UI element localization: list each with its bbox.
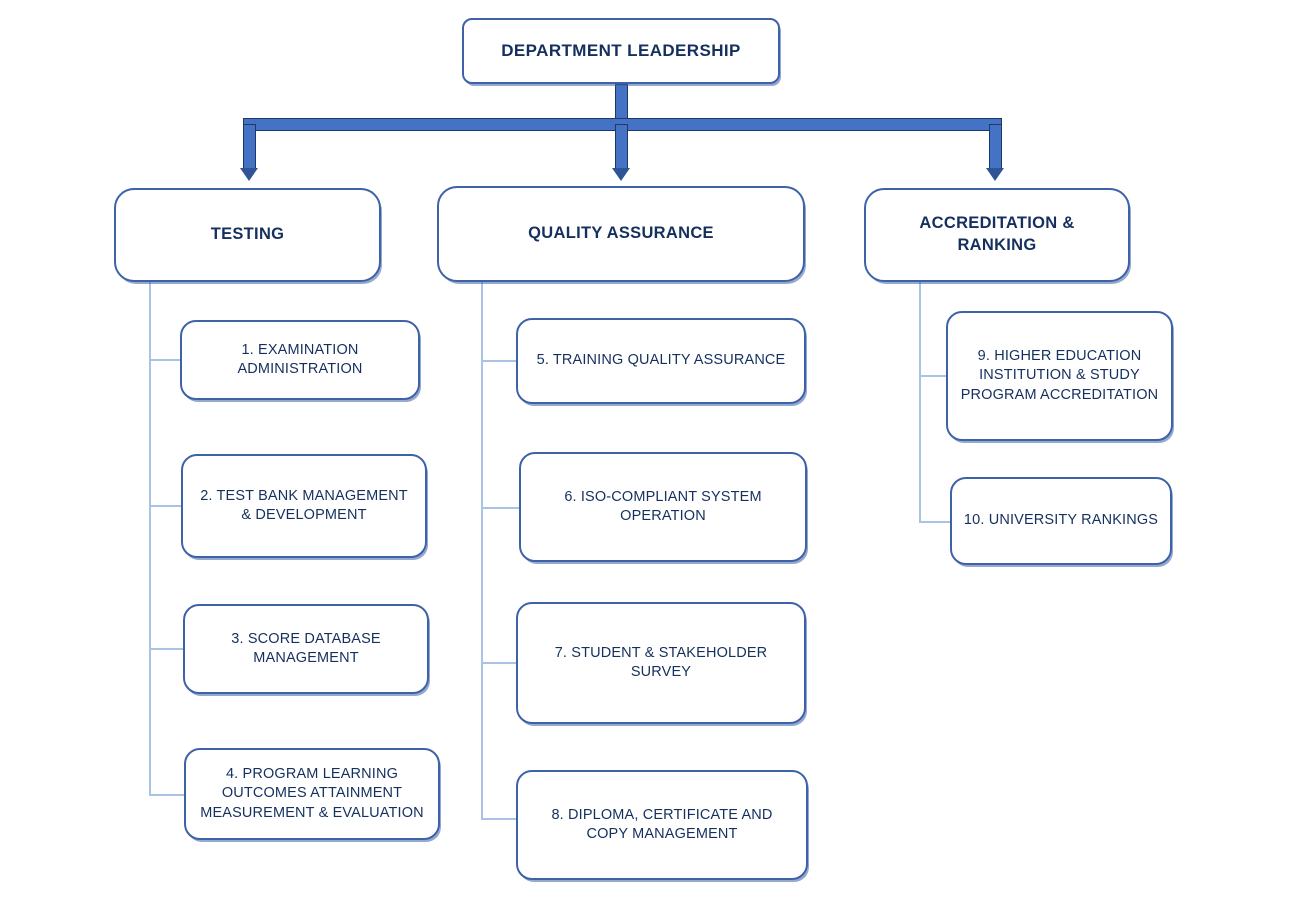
node-testing[interactable]: TESTING [114, 188, 381, 282]
node-test-bank-management[interactable]: 2. TEST BANK MANAGEMENT & DEVELOPMENT [181, 454, 427, 558]
node-label: 3. SCORE DATABASE MANAGEMENT [231, 630, 381, 666]
node-higher-education-accreditation[interactable]: 9. HIGHER EDUCATION INSTITUTION & STUDY … [946, 311, 1173, 441]
node-label: ACCREDITATION & RANKING [919, 214, 1075, 254]
node-score-database-management[interactable]: 3. SCORE DATABASE MANAGEMENT [183, 604, 429, 694]
node-label: 10. UNIVERSITY RANKINGS [963, 512, 1159, 529]
node-label: QUALITY ASSURANCE [528, 224, 714, 243]
connector-stub-qa-5 [481, 360, 516, 362]
node-student-stakeholder-survey[interactable]: 7. STUDENT & STAKEHOLDER SURVEY [516, 602, 806, 724]
node-label: 9. HIGHER EDUCATION INSTITUTION & STUDY … [960, 348, 1159, 403]
connector-stub-testing-3 [149, 648, 184, 650]
node-label: TESTING [210, 225, 285, 244]
trunk-drop-left [243, 124, 256, 170]
connector-spine-testing [149, 282, 151, 796]
node-iso-compliant-system-operation[interactable]: 6. ISO-COMPLIANT SYSTEM OPERATION [519, 452, 807, 562]
node-accreditation-ranking[interactable]: ACCREDITATION & RANKING [864, 188, 1130, 282]
node-label: 2. TEST BANK MANAGEMENT & DEVELOPMENT [200, 487, 408, 523]
arrow-down-icon-middle [612, 168, 630, 181]
node-label: 8. DIPLOMA, CERTIFICATE AND COPY MANAGEM… [551, 806, 773, 842]
node-examination-administration[interactable]: 1. EXAMINATION ADMINISTRATION [180, 320, 420, 400]
node-label: 6. ISO-COMPLIANT SYSTEM OPERATION [564, 488, 762, 524]
node-program-learning-outcomes[interactable]: 4. PROGRAM LEARNING OUTCOMES ATTAINMENT … [184, 748, 440, 840]
node-department-leadership[interactable]: DEPARTMENT LEADERSHIP [462, 18, 780, 84]
node-university-rankings[interactable]: 10. UNIVERSITY RANKINGS [950, 477, 1172, 565]
connector-spine-accreditation [919, 282, 921, 523]
connector-stub-qa-6 [481, 507, 519, 509]
node-training-quality-assurance[interactable]: 5. TRAINING QUALITY ASSURANCE [516, 318, 806, 404]
node-diploma-certificate-copy-management[interactable]: 8. DIPLOMA, CERTIFICATE AND COPY MANAGEM… [516, 770, 808, 880]
connector-stub-qa-8 [481, 818, 516, 820]
connector-stub-testing-4 [149, 794, 184, 796]
node-label: 7. STUDENT & STAKEHOLDER SURVEY [554, 644, 768, 680]
arrow-down-icon-right [986, 168, 1004, 181]
connector-spine-quality-assurance [481, 282, 483, 820]
arrow-down-icon-left [240, 168, 258, 181]
trunk-drop-right [989, 124, 1002, 170]
connector-stub-qa-7 [481, 662, 516, 664]
node-quality-assurance[interactable]: QUALITY ASSURANCE [437, 186, 805, 282]
connector-stub-testing-1 [149, 359, 182, 361]
connector-stub-acc-10 [919, 521, 951, 523]
node-label: DEPARTMENT LEADERSHIP [501, 40, 741, 60]
node-label: 4. PROGRAM LEARNING OUTCOMES ATTAINMENT … [200, 766, 424, 821]
connector-stub-testing-2 [149, 505, 182, 507]
node-label: 5. TRAINING QUALITY ASSURANCE [536, 352, 786, 369]
node-label: 1. EXAMINATION ADMINISTRATION [237, 341, 363, 377]
trunk-drop-middle [615, 124, 628, 170]
connector-stub-acc-9 [919, 375, 947, 377]
